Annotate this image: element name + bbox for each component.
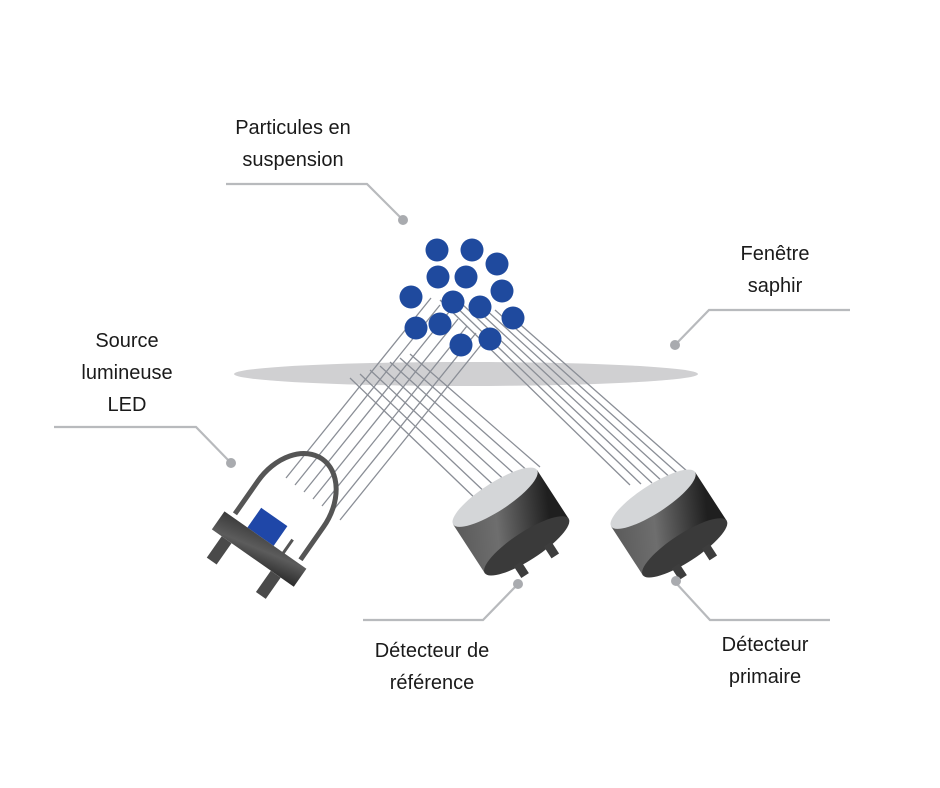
led-dome xyxy=(232,450,339,562)
particle xyxy=(441,290,465,314)
leader-line-particles xyxy=(226,182,404,221)
primary-detector-top xyxy=(610,469,696,529)
particle xyxy=(449,333,473,357)
incident-beam xyxy=(339,339,486,521)
reference-beam xyxy=(359,373,491,498)
primary-beam xyxy=(483,307,675,482)
label-led-light-source: Source lumineuse LED xyxy=(62,325,192,421)
leader-dot-window xyxy=(670,340,680,350)
sapphire-window xyxy=(234,362,698,386)
reference-beam xyxy=(409,353,541,468)
label-line: primaire xyxy=(728,666,802,688)
primary-detector-pin-right xyxy=(701,543,718,561)
incident-beam xyxy=(330,332,477,514)
led-chip xyxy=(247,507,288,546)
label-sapphire-window: Fenêtre saphir xyxy=(720,238,830,302)
reference-detector-body xyxy=(453,469,569,574)
particle xyxy=(490,279,514,303)
leader-dot-reference xyxy=(513,579,523,589)
reference-detector xyxy=(452,467,570,578)
leader-line-reference xyxy=(363,584,518,622)
leader-line-window xyxy=(674,308,850,346)
reference-detector-pin-right xyxy=(543,541,560,559)
suspended-particles xyxy=(399,238,525,357)
leader-dot-primary xyxy=(671,576,681,586)
label-line: LED xyxy=(107,394,147,416)
incident-beam xyxy=(312,318,459,500)
primary-beam xyxy=(472,305,664,483)
primary-detector xyxy=(610,469,728,580)
particle xyxy=(485,252,509,276)
particle xyxy=(478,327,502,351)
led-leg-right xyxy=(255,570,281,599)
particle xyxy=(426,265,450,289)
particle xyxy=(404,316,428,340)
particle xyxy=(468,295,492,319)
incident-beam xyxy=(321,325,468,507)
leader-dot-particles xyxy=(398,215,408,225)
led-leg-left xyxy=(206,536,232,565)
leader-dot-source xyxy=(226,458,236,468)
reference-beam xyxy=(379,365,511,486)
reference-detector-top xyxy=(452,467,538,527)
particle xyxy=(428,312,452,336)
primary-beam xyxy=(439,299,631,486)
particle xyxy=(460,238,484,262)
led-base xyxy=(211,511,307,587)
particle xyxy=(454,265,478,289)
particle xyxy=(425,238,449,262)
label-line: Fenêtre xyxy=(740,243,810,265)
label-line: Détecteur xyxy=(721,634,809,656)
leader-line-primary xyxy=(675,582,830,622)
incident-beams xyxy=(285,297,486,521)
leader-line-source xyxy=(54,425,232,464)
primary-beams xyxy=(439,299,697,486)
particle xyxy=(399,285,423,309)
label-line: saphir xyxy=(747,275,803,297)
label-line: Détecteur de xyxy=(374,640,490,662)
reference-beam xyxy=(389,361,521,480)
reference-beam xyxy=(349,377,481,504)
reference-detector-bottom xyxy=(484,516,570,576)
reference-beam xyxy=(369,369,501,492)
label-line: suspension xyxy=(242,149,344,171)
reference-beams xyxy=(349,353,541,504)
particle xyxy=(501,306,525,330)
label-reference-detector: Détecteur de référence xyxy=(352,635,512,699)
primary-beam xyxy=(505,311,697,480)
reference-detector-pin-left xyxy=(513,561,529,578)
label-primary-detector: Détecteur primaire xyxy=(700,629,830,693)
label-suspended-particles: Particules en suspension xyxy=(218,112,368,176)
reference-beam xyxy=(399,357,531,474)
primary-detector-pin-left xyxy=(671,563,687,580)
label-line: lumineuse xyxy=(81,362,173,384)
primary-detector-bottom xyxy=(642,518,728,578)
primary-detector-body xyxy=(611,471,727,576)
label-line: Source xyxy=(95,330,159,352)
label-line: Particules en xyxy=(235,117,351,139)
led-light-source xyxy=(206,450,339,599)
label-line: référence xyxy=(389,672,475,694)
primary-beam xyxy=(494,309,686,481)
